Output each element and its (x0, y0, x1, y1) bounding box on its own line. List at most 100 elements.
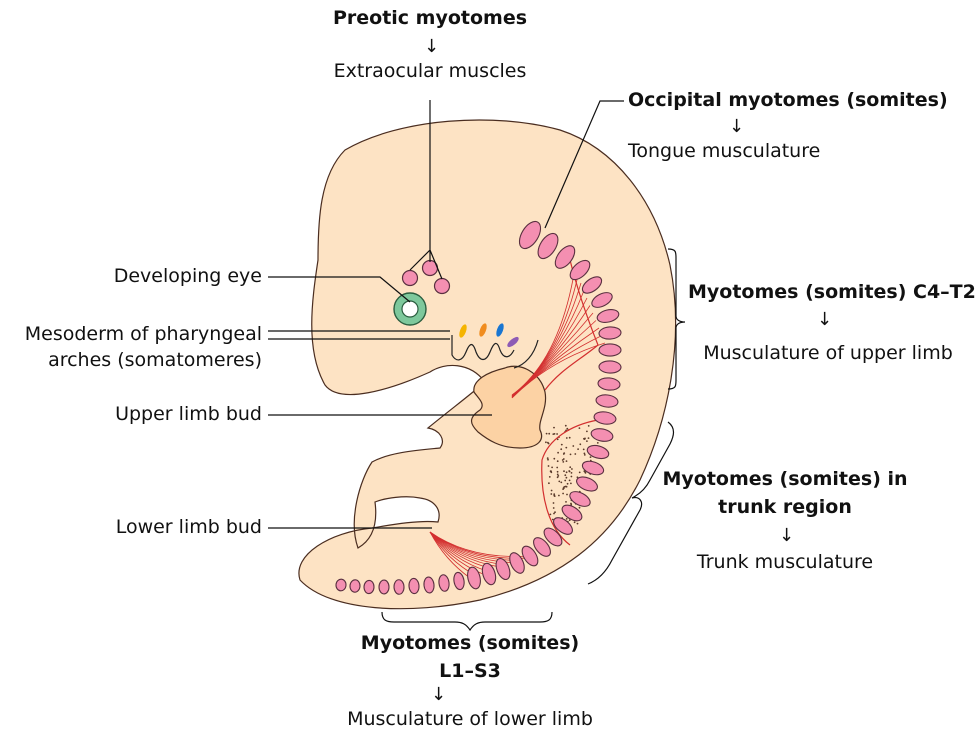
stipple-dot (548, 465, 550, 467)
stipple-dot (577, 448, 579, 450)
stipple-dot (553, 507, 555, 509)
stipple-dot (574, 521, 576, 523)
stipple-dot (551, 490, 553, 492)
stipple-dot (566, 477, 568, 479)
l1-s3-myotomes-title-2: L1–S3 (360, 660, 580, 683)
stipple-dot (597, 442, 599, 444)
stipple-dot (552, 433, 554, 435)
stipple-dot (550, 493, 552, 495)
stipple-dot (553, 502, 555, 504)
stipple-dot (548, 433, 550, 435)
stipple-dot (549, 476, 551, 478)
l1-s3-myotomes-title-1: Myotomes (somites) (360, 632, 580, 655)
stipple-dot (588, 437, 590, 439)
stipple-dot (547, 459, 549, 461)
somite (409, 578, 420, 594)
somite (599, 361, 621, 374)
arrow-down-icon: ↓ (729, 118, 744, 136)
stipple-dot (571, 468, 573, 470)
stipple-dot (571, 476, 573, 478)
pharyngeal-arches-label-1: Mesoderm of pharyngeal (10, 323, 262, 346)
stipple-dot (553, 458, 555, 460)
stipple-dot (562, 461, 564, 463)
trunk-myotomes-title-1: Myotomes (somites) in (650, 468, 920, 491)
stipple-dot (586, 440, 588, 442)
lower-limb-bud-label: Lower limb bud (40, 516, 262, 539)
stipple-dot (566, 486, 568, 488)
stipple-dot (579, 507, 581, 509)
stipple-dot (562, 459, 564, 461)
stipple-dot (583, 449, 585, 451)
extraocular-muscles-label: Extraocular muscles (320, 60, 540, 83)
stipple-dot (547, 442, 549, 444)
preotic-myotome (435, 279, 450, 294)
stipple-dot (579, 427, 581, 429)
stipple-dot (570, 454, 572, 456)
stipple-dot (557, 471, 559, 473)
stipple-dot (579, 443, 581, 445)
stipple-dot (553, 427, 555, 429)
stipple-dot (551, 467, 553, 469)
somite (599, 344, 621, 356)
arrow-down-icon: ↓ (424, 38, 439, 56)
stipple-dot (550, 514, 552, 516)
stipple-dot (566, 494, 568, 496)
stipple-dot (557, 475, 559, 477)
arrow-down-icon: ↓ (817, 311, 832, 329)
somite (379, 580, 389, 594)
arrow-down-icon: ↓ (431, 686, 446, 704)
stipple-dot (569, 480, 571, 482)
stipple-dot (557, 460, 559, 462)
stipple-dot (569, 466, 571, 468)
stipple-dot (577, 523, 579, 525)
stipple-dot (554, 495, 556, 497)
stipple-dot (565, 425, 567, 427)
stipple-dot (566, 428, 568, 430)
stipple-dot (550, 470, 552, 472)
stipple-dot (566, 471, 568, 473)
stipple-dot (563, 470, 565, 472)
stipple-dot (557, 452, 559, 454)
pharyngeal-arches-label-2: arches (somatomeres) (10, 349, 262, 372)
stipple-dot (590, 456, 592, 458)
stipple-dot (568, 470, 570, 472)
stipple-dot (562, 488, 564, 490)
stipple-dot (562, 493, 564, 495)
stipple-dot (548, 482, 550, 484)
stipple-dot (566, 460, 568, 462)
stipple-dot (564, 480, 566, 482)
upper-limb-bud-label: Upper limb bud (40, 403, 262, 426)
stipple-dot (553, 493, 555, 495)
upper-limb-musculature-label: Musculature of upper limb (688, 342, 968, 365)
somite (394, 580, 404, 595)
developing-eye-label: Developing eye (40, 265, 262, 288)
stipple-dot (566, 437, 568, 439)
stipple-dot (561, 444, 563, 446)
stipple-dot (579, 472, 581, 474)
arrow-down-icon: ↓ (779, 527, 794, 545)
stipple-dot (569, 437, 571, 439)
stipple-dot (560, 448, 562, 450)
stipple-dot (563, 453, 565, 455)
stipple-dot (564, 474, 566, 476)
stipple-dot (570, 503, 572, 505)
stipple-dot (565, 447, 567, 449)
developing-eye-inner (402, 301, 418, 317)
stipple-dot (556, 433, 558, 435)
stipple-dot (558, 495, 560, 497)
trunk-musculature-label: Trunk musculature (650, 551, 920, 574)
stipple-dot (547, 457, 549, 459)
stipple-dot (574, 453, 576, 455)
stipple-dot (565, 501, 567, 503)
occipital-myotomes-title: Occipital myotomes (somites) (628, 89, 948, 112)
somite (336, 579, 347, 591)
stipple-dot (570, 483, 572, 485)
somite (350, 579, 361, 592)
stipple-dot (545, 441, 547, 443)
stipple-dot (546, 433, 548, 435)
stipple-dot (560, 482, 562, 484)
stipple-dot (584, 453, 586, 455)
stipple-dot (571, 472, 573, 474)
trunk-myotomes-title-2: trunk region (650, 496, 920, 519)
